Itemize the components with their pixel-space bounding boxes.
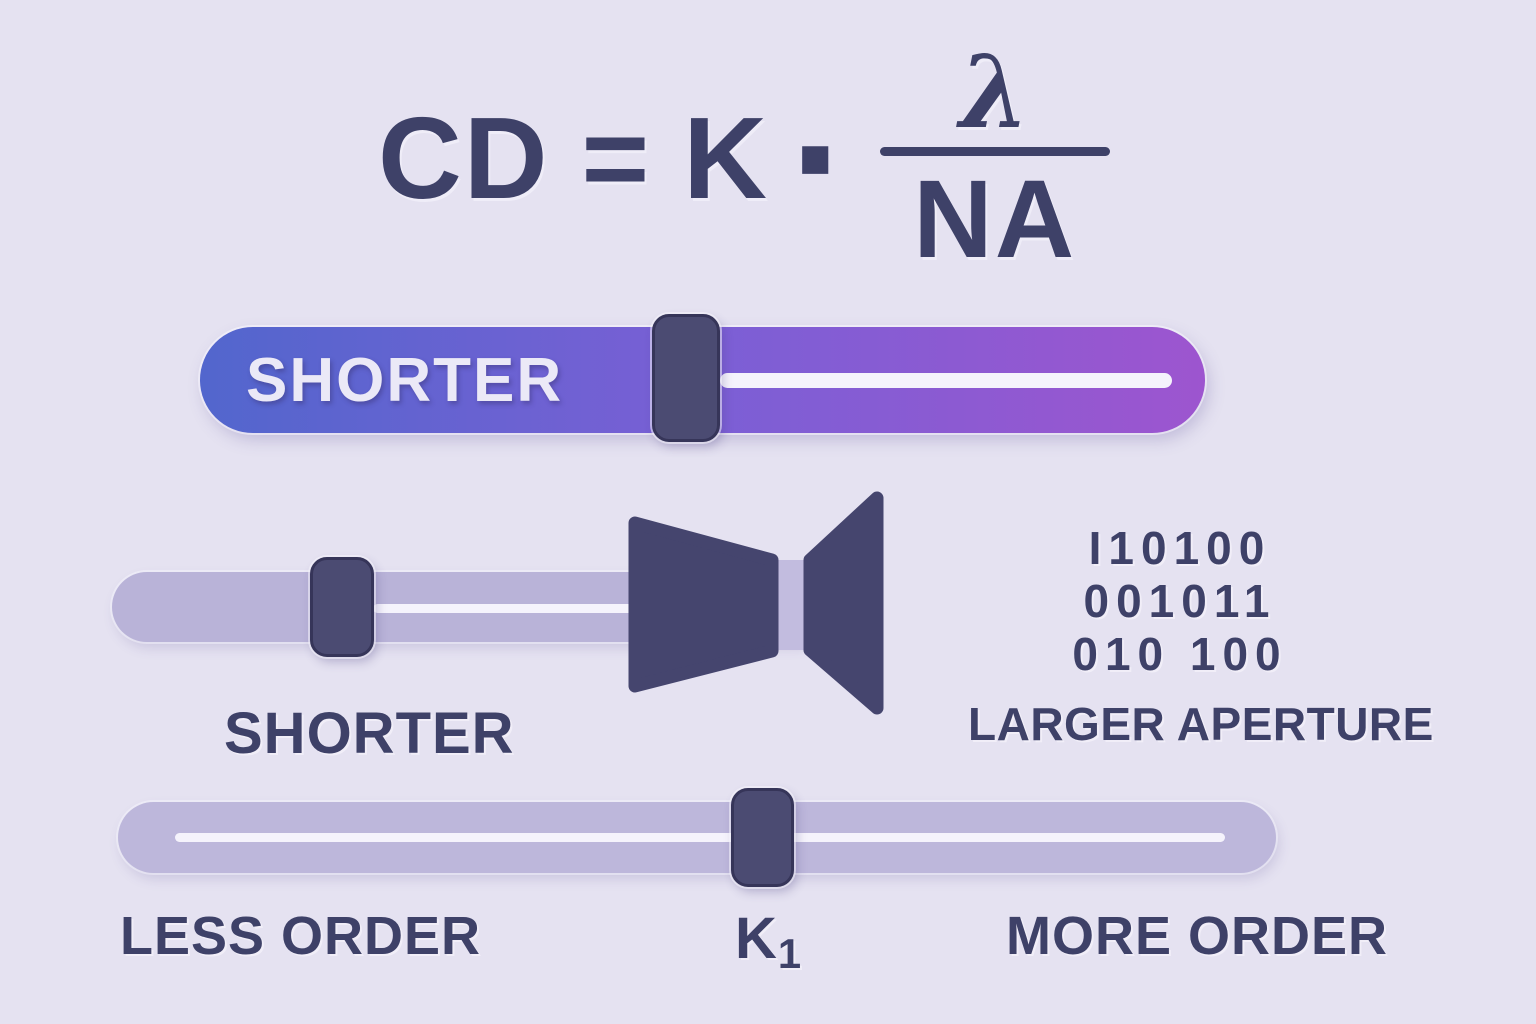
k1-slider-handle[interactable] bbox=[731, 788, 794, 887]
formula-na: NA bbox=[913, 158, 1077, 281]
k1-center-label: K1 bbox=[735, 905, 802, 978]
aperture-left-label: SHORTER bbox=[224, 701, 515, 766]
wavelength-slider-label: SHORTER bbox=[246, 345, 564, 415]
k1-right-label: MORE ORDER bbox=[1006, 906, 1389, 966]
k1-slider-groove bbox=[175, 833, 1225, 842]
formula-cd: CD bbox=[378, 92, 550, 223]
formula-equals: = bbox=[581, 92, 652, 223]
binary-row-2: 001011 bbox=[1083, 575, 1277, 627]
aperture-slider-groove bbox=[373, 604, 645, 613]
funnel-right-cone bbox=[803, 491, 884, 715]
formula-k: K bbox=[683, 92, 770, 223]
wavelength-slider-groove bbox=[720, 373, 1172, 388]
binary-row-1: I10100 bbox=[1088, 522, 1272, 574]
fraction-bar bbox=[879, 147, 1110, 156]
wavelength-slider-handle[interactable] bbox=[652, 314, 720, 442]
formula-lambda: λ bbox=[959, 33, 1030, 151]
funnel-left-cone bbox=[628, 516, 779, 693]
formula-fraction: λ NA bbox=[879, 33, 1110, 281]
aperture-funnel-icon bbox=[628, 491, 884, 715]
binary-row-3: 010 100 bbox=[1072, 628, 1288, 680]
k1-left-label: LESS ORDER bbox=[120, 906, 482, 966]
k1-subscript: 1 bbox=[777, 930, 803, 978]
k1-symbol: K bbox=[735, 906, 778, 971]
aperture-slider-handle[interactable] bbox=[310, 557, 374, 657]
resolution-formula: CD = K · λ NA bbox=[378, 40, 1110, 275]
binary-digits-block: I10100 001011 010 100 bbox=[1030, 522, 1330, 681]
aperture-right-label: LARGER APERTURE bbox=[968, 698, 1434, 750]
multiply-dot-icon: · bbox=[789, 53, 852, 262]
